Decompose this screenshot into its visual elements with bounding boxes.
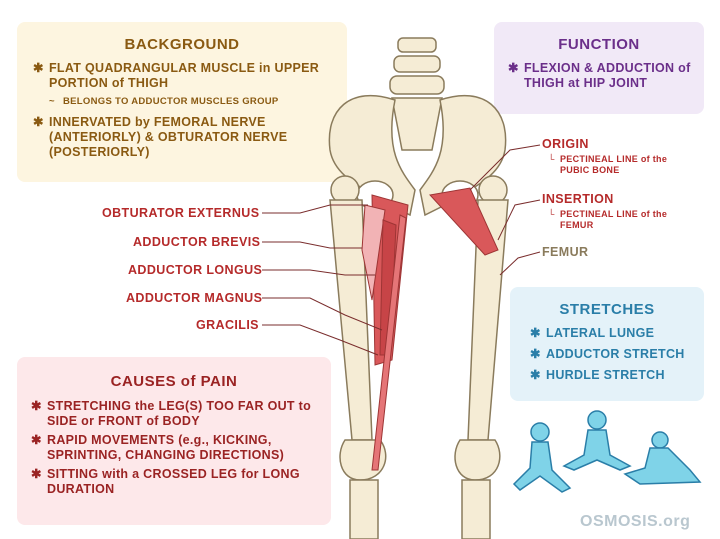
stretches-title: STRETCHES: [559, 301, 655, 318]
star-icon: ✱: [530, 347, 541, 361]
label-adductor-magnus: ADDUCTOR MAGNUS: [126, 291, 263, 305]
star-icon: ✱: [31, 467, 42, 481]
spine-icon: [389, 37, 445, 151]
star-icon: ✱: [530, 326, 541, 340]
stretch-figures-icon: [512, 410, 702, 493]
label-obturator-externus: OBTURATOR EXTERNUS: [102, 206, 260, 220]
label-adductor-brevis: ADDUCTOR BREVIS: [133, 235, 261, 249]
causes-title: CAUSES of PAIN: [110, 373, 238, 390]
origin-detail: └ PECTINEAL LINE of the PUBIC BONE: [548, 154, 668, 175]
cause-item-2: ✱RAPID MOVEMENTS (e.g., KICKING, SPRINTI…: [31, 433, 285, 462]
leader-lines-left: [262, 204, 383, 356]
dash-icon: ~: [49, 96, 55, 107]
femur-label: FEMUR: [542, 245, 589, 259]
tibia-icon: [349, 479, 491, 539]
background-item-1: ✱FLAT QUADRANGULAR MUSCLE in UPPER PORTI…: [33, 61, 320, 90]
background-title: BACKGROUND: [124, 36, 240, 53]
background-item-2: ✱INNERVATED by FEMORAL NERVE (ANTERIORLY…: [33, 115, 288, 159]
cause-item-1: ✱STRETCHING the LEG(S) TOO FAR OUT to SI…: [31, 399, 312, 428]
osmosis-logo: OSMOSIS.org: [580, 513, 691, 530]
star-icon: ✱: [31, 399, 42, 413]
star-icon: ✱: [33, 115, 44, 129]
stretch-item-3: ✱HURDLE STRETCH: [530, 368, 665, 382]
label-adductor-longus: ADDUCTOR LONGUS: [128, 263, 263, 277]
function-title: FUNCTION: [558, 36, 640, 53]
adductor-muscles-left: [361, 194, 409, 471]
background-subitem: ~BELONGS TO ADDUCTOR MUSCLES GROUP: [49, 96, 279, 107]
cause-item-3: ✱SITTING with a CROSSED LEG for LONG DUR…: [31, 467, 300, 496]
corner-arrow-icon: └: [548, 154, 555, 164]
background-panel: BACKGROUND ✱FLAT QUADRANGULAR MUSCLE in …: [17, 22, 347, 182]
stretches-panel: STRETCHES ✱LATERAL LUNGE ✱ADDUCTOR STRET…: [510, 287, 704, 401]
star-icon: ✱: [33, 61, 44, 75]
pectineus-muscle: [429, 187, 499, 256]
insertion-detail: └ PECTINEAL LINE of the FEMUR: [548, 209, 668, 230]
causes-panel: CAUSES of PAIN ✱STRETCHING the LEG(S) TO…: [17, 357, 331, 525]
star-icon: ✱: [530, 368, 541, 382]
corner-arrow-icon: └: [548, 209, 555, 219]
leader-lines-right: [469, 144, 541, 276]
insertion-label: INSERTION: [542, 192, 614, 206]
label-gracilis: GRACILIS: [196, 318, 259, 332]
origin-label: ORIGIN: [542, 137, 589, 151]
stretch-item-1: ✱LATERAL LUNGE: [530, 326, 655, 340]
stretch-item-2: ✱ADDUCTOR STRETCH: [530, 347, 685, 361]
star-icon: ✱: [31, 433, 42, 447]
function-panel: FUNCTION ✱FLEXION & ADDUCTION of THIGH a…: [494, 22, 704, 114]
star-icon: ✱: [508, 61, 519, 75]
function-item: ✱FLEXION & ADDUCTION of THIGH at HIP JOI…: [508, 61, 691, 90]
